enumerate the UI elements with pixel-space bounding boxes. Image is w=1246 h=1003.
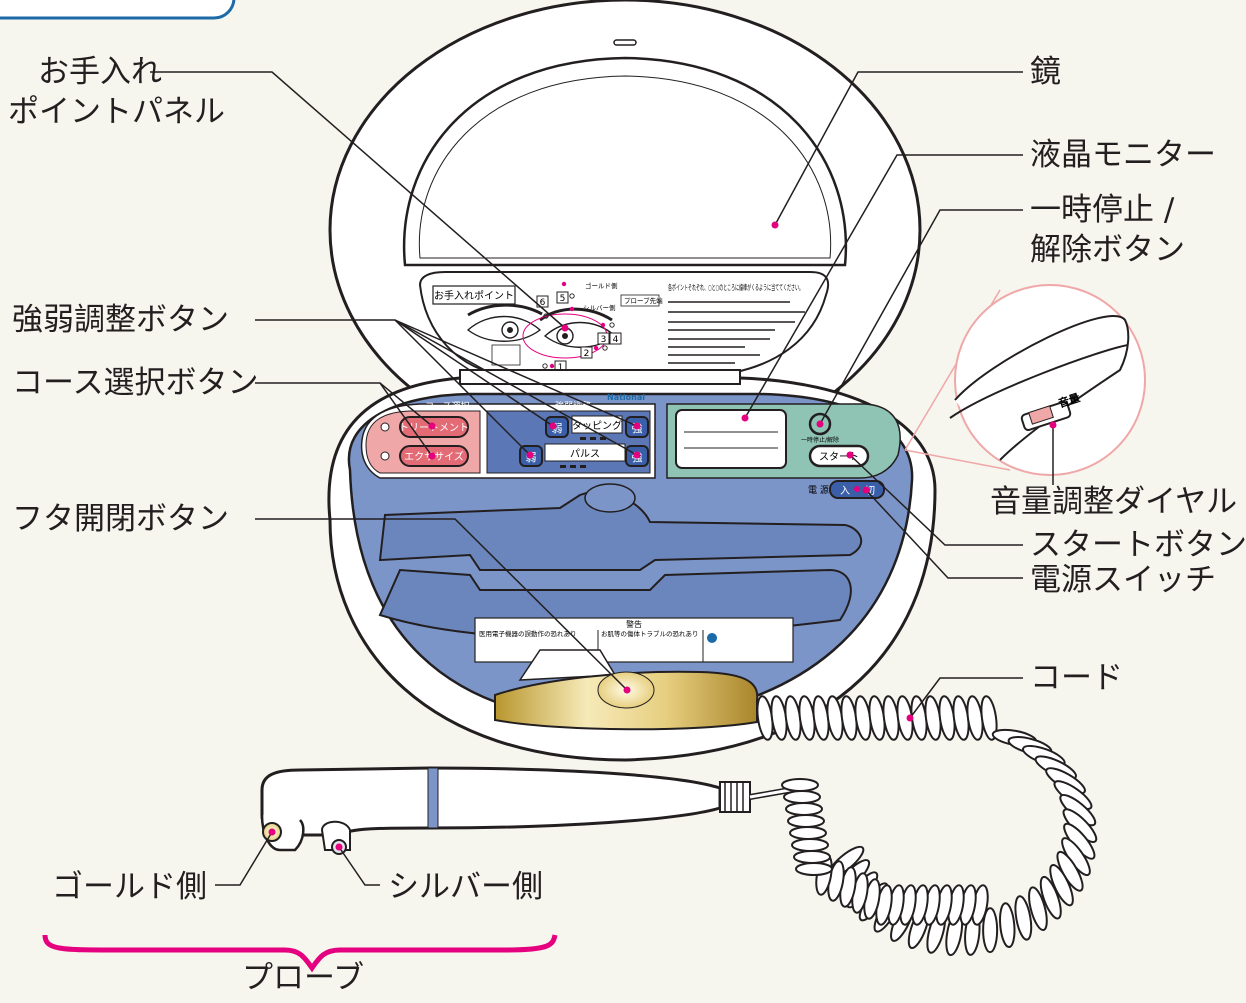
coil-loop [791,838,829,852]
section-badge [0,0,236,20]
probe-pos: プローブ先端 [624,296,663,305]
warning-2: お肌等の傷体トラブルの恐れあり [601,629,699,638]
volume-mark: 音量 [1056,390,1081,410]
label-course-button: コース選択ボタン [12,365,259,401]
course-header: コース選択 [425,400,470,412]
power-switch[interactable]: 入 切 [829,480,885,499]
pause-small-label: 一時停止/解除 [801,436,839,444]
power-off-label: 切 [865,485,875,497]
point-2: 2 [584,349,590,359]
label-volume-dial: 音量調整ダイヤル [990,484,1238,520]
coil-loop [783,790,821,804]
label-pause-1: 一時停止 / [1030,192,1175,228]
brand: National [607,393,645,402]
coil-cord [756,695,1098,957]
point-1: 1 [558,363,564,373]
coil-loop [1014,895,1033,941]
point-3: 3 [601,335,607,345]
point-5: 5 [560,294,566,304]
mode-tapping: タッピング [572,419,622,432]
warning-1: 医用電子機器の誤動作の恐れあり [479,629,577,638]
weak-button[interactable]: 弱 [545,416,569,438]
coil-loop [1039,875,1062,920]
label-lcd-monitor: 液晶モニター [1030,137,1216,173]
label-silver-side: シルバー側 [388,869,543,905]
label-gold-side: ゴールド側 [52,869,207,905]
gold-mark: ゴールド側 [585,281,618,290]
coil-loop [781,778,819,792]
probe [260,766,791,855]
coil-loop [999,902,1016,949]
coil-loop [980,695,998,741]
label-pause-2: 解除ボタン [1030,232,1185,268]
point-4: 4 [613,335,619,345]
mirror [402,56,848,267]
panel-instruction: 各ポイントそれぞれ、○と○のところに線棒がくるように当ててください。 [668,282,803,292]
mode-pulse: パルス [570,448,600,460]
warning-sticker: 警告 医用電子機器の誤動作の恐れあり お肌等の傷体トラブルの恐れあり [474,617,794,663]
label-cord: コード [1030,660,1123,696]
label-intensity-button: 強弱調整ボタン [12,302,229,338]
leader-lines-dark [150,71,1054,886]
label-mirror: 鏡 [1030,54,1061,90]
label-power-switch: 電源スイッチ [1030,562,1216,598]
coil-loop [793,850,831,864]
base: コース選択 強弱調整 National トリートメント エクササイズ 弱 弱 タ… [327,369,937,762]
leader-dots [268,221,1057,851]
power-label: 電 源 [808,485,829,496]
coil-loop [787,814,825,828]
label-probe: プローブ [242,960,365,996]
label-start-button: スタートボタン [1030,527,1246,563]
intensity-header: 強弱調整 [555,400,591,412]
label-care-point-panel-2: ポイントパネル [8,94,225,130]
warning-title: 警告 [626,619,642,629]
lcd-monitor [675,409,787,469]
point-6: 6 [540,298,546,308]
coil-loop [789,826,827,840]
power-on-label: 入 [840,486,850,497]
volume-inset: 音量 [904,284,1146,476]
coil-loop [795,862,833,876]
label-care-point-panel-1: お手入れ [38,54,162,90]
silver-mark: シルバー側 [583,304,616,312]
label-lid-button: フタ開閉ボタン [12,501,229,537]
care-point-panel: お手入れポイント 1 2 3 4 5 6 ゴールド側 シルバー側 [418,271,830,378]
coil-loop [982,907,999,954]
coil-loop [785,802,823,816]
probe-bracket [42,934,558,973]
panel-title: お手入れポイント [434,289,514,302]
weak-label-1: 弱 [552,422,563,435]
coil-loop [1028,886,1048,932]
